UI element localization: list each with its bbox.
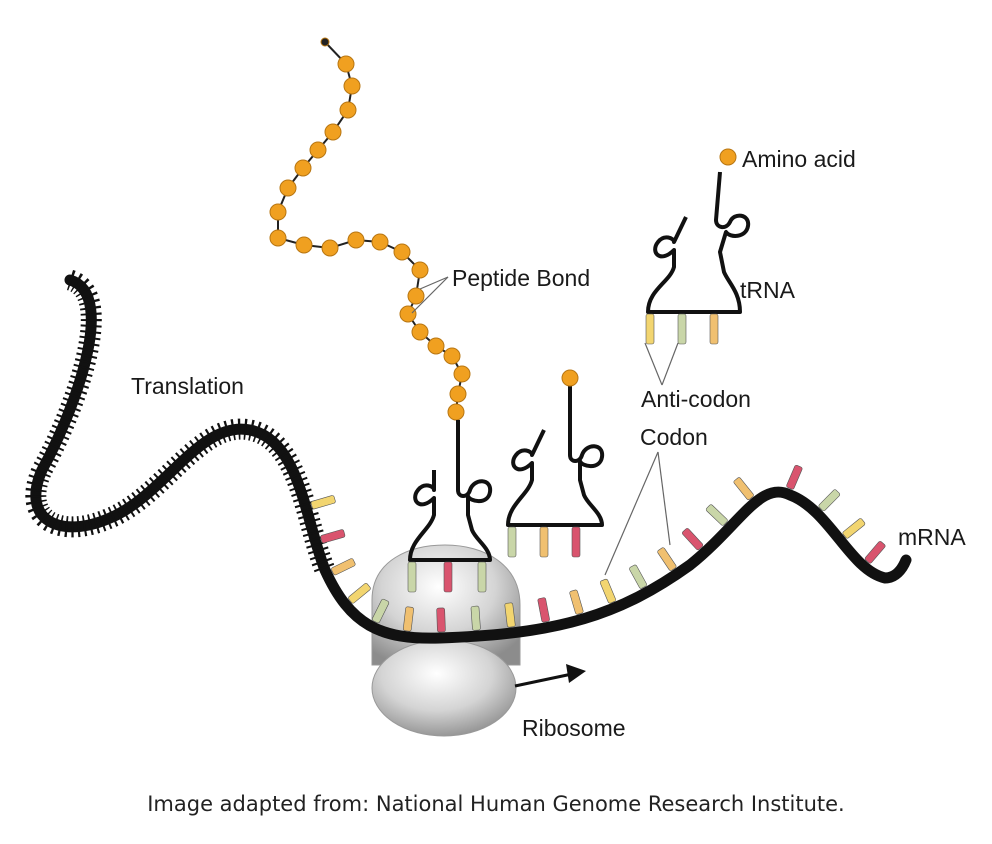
codon-base	[403, 606, 414, 632]
codon-base	[310, 495, 336, 510]
amino-acid-bead	[337, 55, 355, 73]
amino-acid-bead	[399, 305, 417, 323]
amino-acid-bead	[321, 239, 339, 257]
codon-base	[320, 529, 346, 544]
codon-base	[331, 558, 356, 576]
anticodon-base	[571, 526, 581, 558]
amino-acid-bead	[411, 323, 429, 341]
codon-base	[470, 605, 481, 631]
codon-base	[504, 602, 516, 628]
codon-base	[682, 528, 704, 551]
amino-acid-bead	[411, 261, 429, 279]
amino-acid-bead	[279, 179, 297, 197]
amino-acid-bead	[371, 233, 389, 251]
codon-base	[842, 518, 866, 539]
anticodon-base	[443, 561, 453, 593]
anticodon-base	[645, 313, 655, 345]
codon-base	[733, 477, 754, 500]
codon-base	[569, 589, 584, 615]
amino-acid-bead	[269, 229, 287, 247]
strand-teeth	[25, 269, 335, 574]
mrna-label: mRNA	[898, 524, 966, 550]
trna-in-ribosome	[408, 420, 493, 562]
peptide-backbone	[277, 41, 464, 426]
codon-base	[864, 541, 886, 564]
codon-base	[705, 504, 728, 526]
amino-acid-bead	[343, 77, 361, 95]
anticodon-base	[539, 526, 549, 558]
polypeptide-chain	[269, 37, 471, 426]
peptide-bond-label: Peptide Bond	[452, 265, 590, 291]
amino-acid-bead	[449, 385, 467, 403]
codon-base	[818, 489, 841, 512]
label-pointers	[411, 276, 679, 576]
amino-acid-bead	[427, 337, 445, 355]
codon-base	[657, 547, 677, 571]
translation-label: Translation	[131, 373, 244, 399]
amino-acid-bead	[269, 203, 287, 221]
amino-acid-bead	[320, 37, 330, 47]
amino-acid-bead	[447, 403, 465, 421]
anticodon-base	[507, 526, 517, 558]
amino-acid-bead	[407, 287, 425, 305]
amino-acid-incoming	[561, 369, 579, 387]
codon-base	[599, 578, 616, 604]
codon-base	[537, 597, 550, 623]
codon-base	[436, 607, 446, 633]
amino-acid-bead	[324, 123, 342, 141]
amino-acid-beads	[269, 37, 471, 421]
codon-base	[348, 583, 371, 604]
amino-acid-bead	[309, 141, 327, 159]
codon-label: Codon	[640, 424, 708, 450]
amino-acid-bead	[443, 347, 461, 365]
anticodon-bases	[407, 313, 719, 593]
direction-arrow	[514, 664, 586, 688]
amino-acid-label: Amino acid	[742, 146, 856, 172]
anticodon-base	[407, 561, 417, 593]
amino-acid-bead	[453, 365, 471, 383]
anticodon-base	[677, 313, 687, 345]
codon-base	[629, 564, 647, 589]
amino-acid-bead	[393, 243, 411, 261]
amino-acid-bead	[295, 236, 313, 254]
amino-acid-bead	[339, 101, 357, 119]
image-credit-caption: Image adapted from: National Human Genom…	[147, 792, 845, 816]
codon-bases	[310, 464, 886, 633]
anticodon-base	[477, 561, 487, 593]
ribosome-small-subunit	[371, 639, 517, 737]
ribosome-label: Ribosome	[522, 715, 626, 741]
amino-acid-bead	[294, 159, 312, 177]
mrna-strand-group	[25, 269, 912, 644]
trna-free	[646, 171, 751, 314]
anti-codon-label: Anti-codon	[641, 386, 751, 412]
amino-acid-bead	[347, 231, 365, 249]
trna-label: tRNA	[740, 277, 796, 303]
anticodon-base	[709, 313, 719, 345]
trna-incoming	[506, 385, 605, 527]
amino-acid-free	[719, 148, 737, 166]
codon-base	[786, 464, 803, 490]
codon-base	[372, 598, 390, 624]
